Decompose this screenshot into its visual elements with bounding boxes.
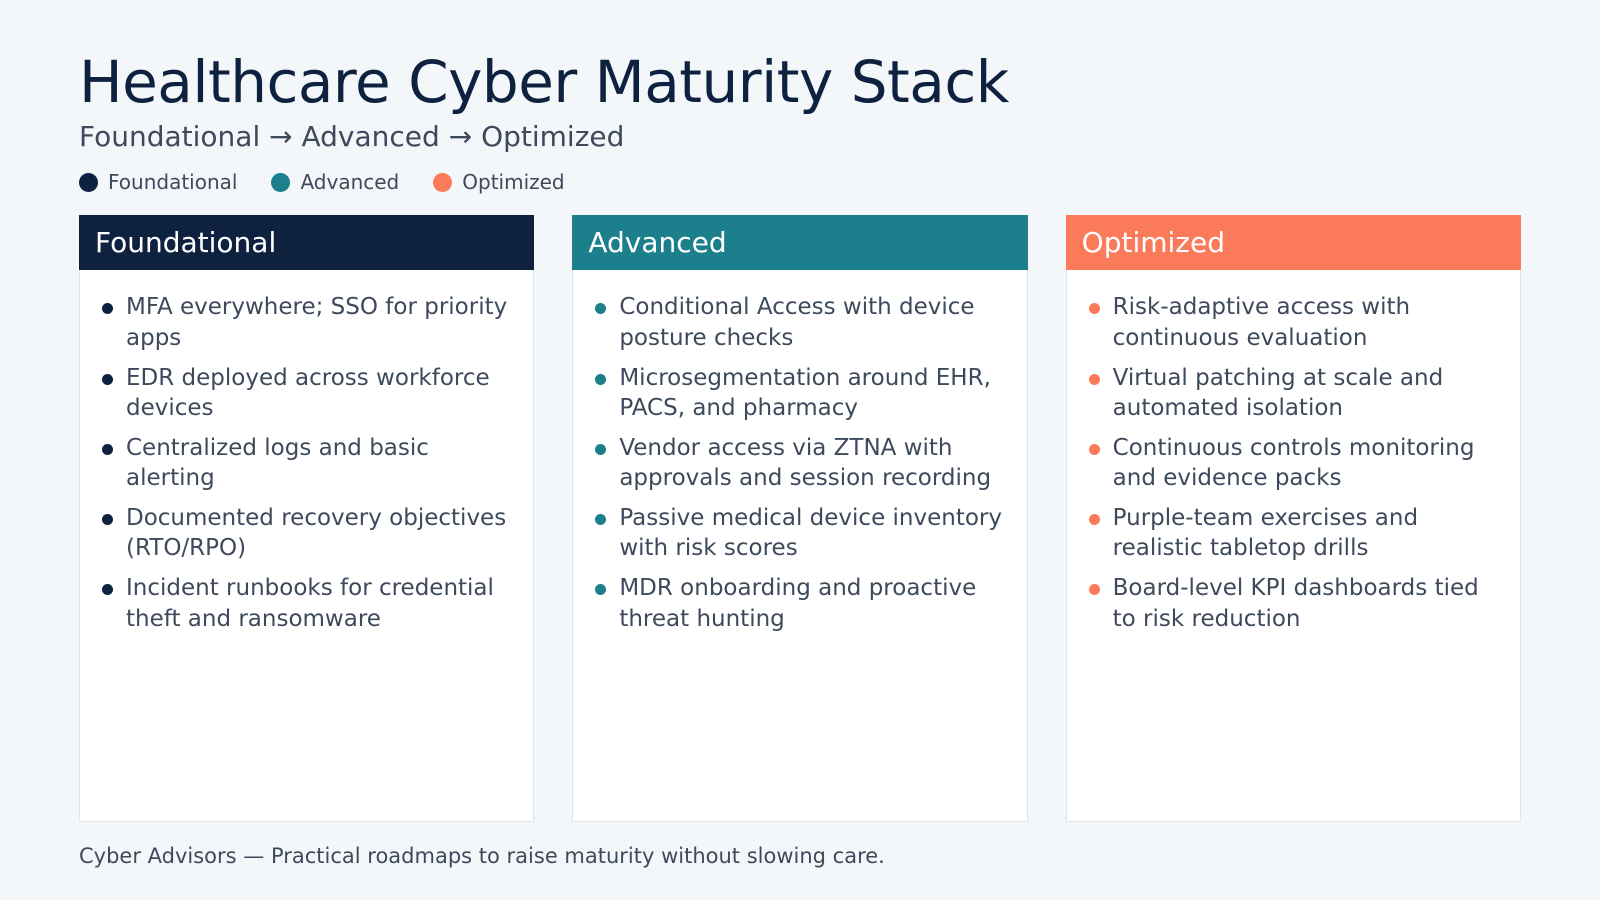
- list-item: Documented recovery objectives (RTO/RPO): [102, 503, 511, 563]
- list-item-label: Board-level KPI dashboards tied to risk …: [1112, 575, 1479, 632]
- column-card-optimized: Optimized Risk-adaptive access with cont…: [1065, 215, 1521, 823]
- footer-note: Cyber Advisors — Practical roadmaps to r…: [79, 844, 885, 869]
- maturity-columns: Foundational MFA everywhere; SSO for pri…: [79, 215, 1521, 823]
- list-item-label: Conditional Access with device posture c…: [619, 294, 975, 351]
- bullet-list: Risk-adaptive access with continuous eva…: [1088, 292, 1498, 633]
- bullet-dot-icon: [595, 584, 607, 596]
- header: Healthcare Cyber Maturity Stack Foundati…: [79, 0, 1521, 154]
- list-item: Vendor access via ZTNA with approvals an…: [595, 433, 1004, 493]
- list-item: MDR onboarding and proactive threat hunt…: [595, 573, 1004, 633]
- list-item: Risk-adaptive access with continuous eva…: [1088, 292, 1498, 352]
- bullet-dot-icon: [102, 303, 113, 315]
- list-item: Conditional Access with device posture c…: [595, 292, 1004, 352]
- bullet-dot-icon: [102, 443, 113, 455]
- list-item-label: Purple-team exercises and realistic tabl…: [1112, 505, 1419, 562]
- list-item-label: Virtual patching at scale and automated …: [1112, 364, 1444, 421]
- legend-label: Optimized: [462, 170, 565, 195]
- list-item-label: Risk-adaptive access with continuous eva…: [1112, 294, 1411, 351]
- legend-item-optimized: Optimized: [433, 170, 565, 195]
- bullet-dot-icon: [1088, 514, 1100, 526]
- bullet-dot-icon: [102, 373, 113, 385]
- column-body-foundational: MFA everywhere; SSO for priority apps ED…: [80, 270, 533, 821]
- list-item-label: Microsegmentation around EHR, PACS, and …: [619, 364, 991, 421]
- column-header-optimized: Optimized: [1065, 215, 1521, 271]
- legend-label: Foundational: [108, 170, 238, 195]
- legend-item-advanced: Advanced: [271, 170, 399, 194]
- list-item-label: MFA everywhere; SSO for priority apps: [126, 294, 508, 351]
- bullet-dot-icon: [102, 584, 113, 596]
- bullet-dot-icon: [595, 443, 607, 455]
- list-item-label: Passive medical device inventory with ri…: [619, 505, 1002, 562]
- list-item: Incident runbooks for credential theft a…: [102, 573, 511, 633]
- legend: Foundational Advanced Optimized: [79, 168, 1521, 196]
- legend-item-foundational: Foundational: [79, 170, 237, 194]
- legend-swatch-icon: [79, 172, 98, 192]
- list-item-label: Continuous controls monitoring and evide…: [1112, 434, 1475, 492]
- bullet-dot-icon: [1088, 303, 1100, 315]
- list-item-label: Vendor access via ZTNA with approvals an…: [619, 434, 992, 492]
- bullet-dot-icon: [1088, 373, 1100, 385]
- column-title: Foundational: [95, 225, 277, 259]
- list-item: MFA everywhere; SSO for priority apps: [102, 292, 511, 352]
- bullet-dot-icon: [1088, 584, 1100, 596]
- column-header-foundational: Foundational: [79, 215, 535, 271]
- column-body-advanced: Conditional Access with device posture c…: [573, 270, 1026, 821]
- list-item-label: Incident runbooks for credential theft a…: [126, 575, 494, 632]
- legend-label: Advanced: [300, 170, 400, 195]
- bullet-dot-icon: [595, 373, 607, 385]
- bullet-list: MFA everywhere; SSO for priority apps ED…: [102, 292, 511, 633]
- list-item-label: Centralized logs and basic alerting: [126, 434, 429, 492]
- list-item: Board-level KPI dashboards tied to risk …: [1088, 573, 1498, 633]
- bullet-dot-icon: [595, 303, 607, 315]
- column-title: Optimized: [1081, 225, 1225, 259]
- legend-swatch-icon: [271, 172, 291, 192]
- column-card-foundational: Foundational MFA everywhere; SSO for pri…: [79, 215, 535, 823]
- bullet-dot-icon: [1088, 443, 1100, 455]
- page-title: Healthcare Cyber Maturity Stack: [79, 48, 1009, 116]
- legend-swatch-icon: [433, 172, 453, 192]
- list-item-label: Documented recovery objectives (RTO/RPO): [126, 505, 507, 562]
- column-body-optimized: Risk-adaptive access with continuous eva…: [1067, 270, 1520, 821]
- list-item: Virtual patching at scale and automated …: [1088, 363, 1498, 423]
- list-item: Passive medical device inventory with ri…: [595, 503, 1004, 563]
- bullet-list: Conditional Access with device posture c…: [595, 292, 1004, 633]
- bullet-dot-icon: [595, 514, 607, 526]
- list-item: Centralized logs and basic alerting: [102, 433, 511, 493]
- column-header-advanced: Advanced: [572, 215, 1028, 271]
- column-card-advanced: Advanced Conditional Access with device …: [572, 215, 1028, 823]
- bullet-dot-icon: [102, 514, 113, 526]
- page-subtitle: Foundational → Advanced → Optimized: [79, 120, 625, 154]
- list-item: Purple-team exercises and realistic tabl…: [1088, 503, 1498, 563]
- list-item-label: MDR onboarding and proactive threat hunt…: [619, 575, 977, 632]
- list-item: Microsegmentation around EHR, PACS, and …: [595, 363, 1004, 423]
- list-item: Continuous controls monitoring and evide…: [1088, 433, 1498, 493]
- list-item: EDR deployed across workforce devices: [102, 363, 511, 423]
- column-title: Advanced: [588, 225, 727, 259]
- list-item-label: EDR deployed across workforce devices: [126, 364, 490, 421]
